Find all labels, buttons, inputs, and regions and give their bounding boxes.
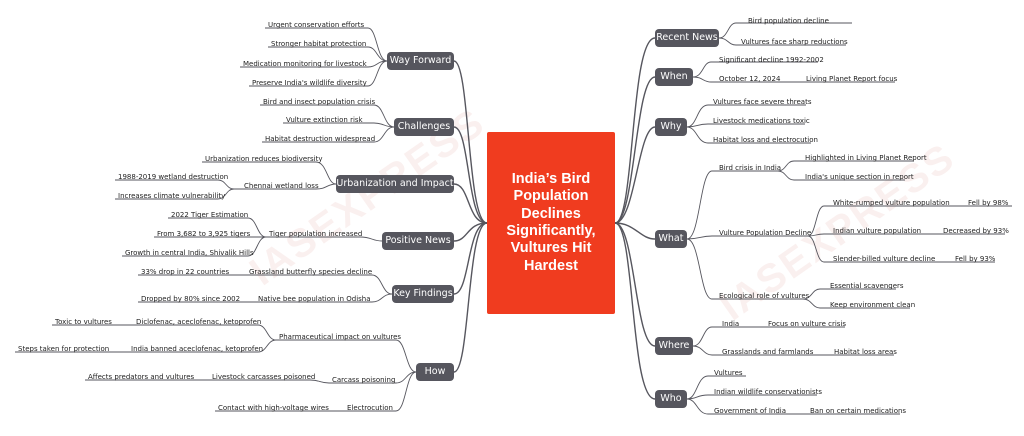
positive-news-item: 2022 Tiger Estimation (171, 211, 249, 219)
vulture-decline-detail: Fell by 98% (968, 199, 1009, 207)
bird-crisis-item: India's unique section in report (805, 173, 914, 181)
electrocution-item: Contact with high-voltage wires (218, 404, 329, 412)
how-sub-pharma: Pharmaceutical impact on vultures (279, 333, 402, 341)
pharma-item: Toxic to vultures (55, 318, 112, 326)
why-item: Habitat loss and electrocution (713, 136, 818, 144)
who-item: Vultures (714, 369, 743, 377)
key-findings-item: Grassland butterfly species decline (249, 268, 373, 276)
why-item: Livestock medications toxic (713, 117, 810, 125)
urbanization-item: Urbanization reduces biodiversity (205, 155, 323, 163)
branch-way-forward[interactable]: Way Forward (387, 52, 454, 70)
when-item: Living Planet Report focus (806, 75, 898, 83)
where-item: Focus on vulture crisis (768, 320, 847, 328)
way-forward-item: Preserve India's wildlife diversity (252, 79, 367, 87)
branch-key-findings[interactable]: Key Findings (392, 285, 454, 303)
pharma-item: Steps taken for protection (18, 345, 110, 353)
branch-when[interactable]: When (655, 68, 693, 86)
ecological-item: Essential scavengers (830, 282, 904, 290)
branch-positive-news[interactable]: Positive News (382, 232, 454, 250)
challenges-item: Vulture extinction risk (286, 116, 363, 124)
branch-how[interactable]: How (416, 363, 454, 381)
branch-where[interactable]: Where (655, 337, 693, 355)
when-item: October 12, 2024 (719, 75, 781, 83)
branch-what[interactable]: What (655, 230, 687, 248)
where-item: Habitat loss areas (834, 348, 897, 356)
urbanization-item: 1988-2019 wetland destruction (118, 173, 229, 181)
central-topic: India’s Bird Population Declines Signifi… (487, 132, 615, 314)
challenges-item: Habitat destruction widespread (265, 135, 376, 143)
what-sub-ecological-role: Ecological role of vultures (719, 292, 810, 300)
carcass-item: Affects predators and vultures (88, 373, 195, 381)
positive-news-item: Growth in central India, Shivalik Hills (125, 249, 254, 257)
vulture-decline-detail: Decreased by 93% (943, 227, 1009, 235)
what-sub-vulture-decline: Vulture Population Decline (719, 229, 812, 237)
challenges-item: Bird and insect population crisis (263, 98, 376, 106)
recent-news-item: Bird population decline (748, 17, 829, 25)
where-item: India (722, 320, 740, 328)
urbanization-item: Chennai wetland loss (244, 182, 319, 190)
branch-who[interactable]: Who (655, 390, 687, 408)
when-item: Significant decline 1992-2002 (719, 56, 824, 64)
vulture-decline-item: White-rumped vulture population (833, 199, 950, 207)
key-findings-item: Dropped by 80% since 2002 (141, 295, 241, 303)
branch-challenges[interactable]: Challenges (394, 118, 454, 136)
bird-crisis-item: Highlighted in Living Planet Report (805, 154, 927, 162)
positive-news-item: From 3,682 to 3,925 tigers (157, 230, 251, 238)
vulture-decline-item: Indian vulture population (833, 227, 922, 235)
key-findings-item: Native bee population in Odisha (258, 295, 371, 303)
recent-news-item: Vultures face sharp reductions (741, 38, 848, 46)
pharma-item: India banned aceclofenac, ketoprofen (131, 345, 264, 353)
what-sub-bird-crisis: Bird crisis in India (719, 164, 782, 172)
how-sub-electrocution: Electrocution (347, 404, 393, 412)
way-forward-item: Urgent conservation efforts (268, 21, 365, 29)
branch-urbanization[interactable]: Urbanization and Impact (336, 175, 454, 193)
branch-recent-news[interactable]: Recent News (655, 29, 719, 47)
way-forward-item: Medication monitoring for livestock (243, 60, 367, 68)
why-item: Vultures face severe threats (713, 98, 812, 106)
who-item: Indian wildlife conservationists (714, 388, 823, 396)
carcass-item: Livestock carcasses poisoned (212, 373, 316, 381)
ecological-item: Keep environment clean (830, 301, 916, 309)
who-item: Ban on certain medications (810, 407, 907, 415)
branch-why[interactable]: Why (655, 118, 687, 136)
how-sub-carcass: Carcass poisoning (332, 376, 396, 384)
positive-news-item: Tiger population increased (269, 230, 363, 238)
pharma-item: Diclofenac, aceclofenac, ketoprofen (136, 318, 262, 326)
vulture-decline-item: Slender-billed vulture decline (833, 255, 936, 263)
key-findings-item: 33% drop in 22 countries (141, 268, 230, 276)
who-item: Government of India (714, 407, 787, 415)
way-forward-item: Stronger habitat protection (271, 40, 367, 48)
where-item: Grasslands and farmlands (722, 348, 814, 356)
urbanization-item: Increases climate vulnerability (118, 192, 226, 200)
vulture-decline-detail: Fell by 93% (955, 255, 996, 263)
